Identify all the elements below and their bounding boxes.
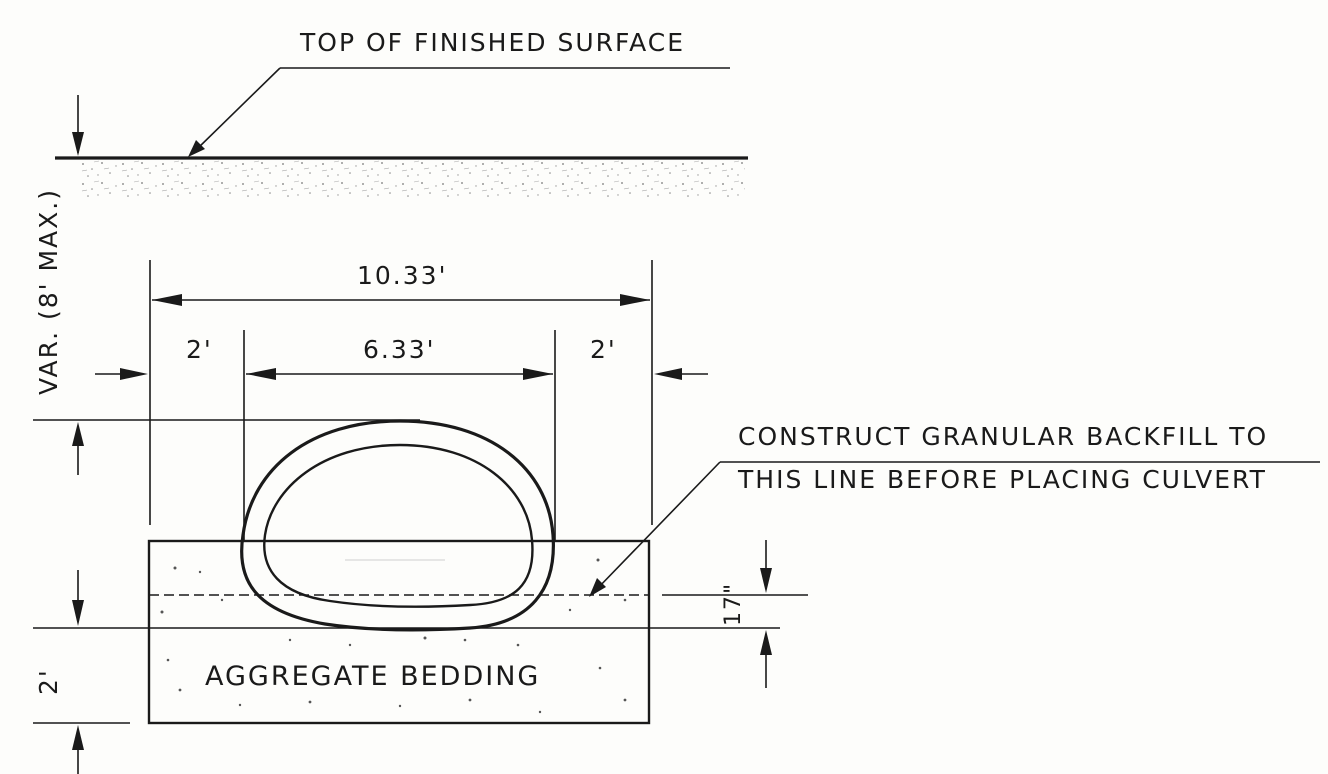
backfill-depth-top-arrow — [760, 568, 772, 593]
width-dimensions: 10.33' 6.33' 2' 2' — [95, 260, 708, 540]
pipe-arch-culvert — [240, 419, 555, 632]
backfill-note-line1: CONSTRUCT GRANULAR BACKFILL TO — [738, 422, 1268, 451]
culvert-span-left-arrow — [246, 368, 276, 380]
surface-leader-line — [195, 67, 281, 151]
cover-dim-bottom-arrow — [72, 422, 84, 446]
surface-hatch — [80, 160, 745, 200]
cover-depth-dimension: VAR. (8' MAX.) — [33, 95, 420, 475]
culvert-span-label: 6.33' — [363, 335, 436, 364]
backfill-leader-line — [595, 461, 721, 591]
finished-surface — [55, 156, 748, 200]
backfill-depth-bottom-arrow — [760, 630, 772, 655]
aggregate-specks — [160, 558, 627, 714]
backfill-leader-arrowhead — [589, 578, 606, 597]
cover-depth-label: VAR. (8' MAX.) — [34, 188, 63, 395]
left-clearance-label: 2' — [186, 335, 213, 364]
bedding-outline — [147, 539, 651, 725]
culvert-span-right-arrow — [523, 368, 553, 380]
bedding-label: AGGREGATE BEDDING — [205, 661, 540, 692]
surface-callout: TOP OF FINISHED SURFACE — [188, 28, 730, 157]
bedding-block: AGGREGATE BEDDING — [33, 539, 780, 725]
backfill-depth-label: 17" — [721, 582, 746, 626]
bedding-depth-top-arrow — [72, 600, 84, 626]
surface-label: TOP OF FINISHED SURFACE — [299, 28, 685, 57]
overall-width-left-arrow — [152, 294, 182, 306]
overall-width-label: 10.33' — [357, 261, 447, 290]
right-clearance-arrow — [654, 368, 682, 380]
backfill-depth-dimension: 17" — [662, 540, 808, 688]
bedding-depth-label: 2' — [34, 668, 63, 695]
culvert-outer-wall — [240, 419, 555, 632]
right-clearance-label: 2' — [590, 335, 617, 364]
backfill-callout: CONSTRUCT GRANULAR BACKFILL TO THIS LINE… — [589, 422, 1320, 597]
overall-width-right-arrow — [620, 294, 650, 306]
cover-dim-top-arrow — [72, 132, 84, 156]
bedding-depth-dimension: 2' — [33, 570, 130, 774]
bedding-depth-bottom-arrow — [72, 725, 84, 750]
backfill-note-line2: THIS LINE BEFORE PLACING CULVERT — [737, 465, 1267, 494]
left-clearance-arrow — [120, 368, 148, 380]
culvert-inner-wall — [263, 443, 534, 608]
surface-leader-arrowhead — [188, 140, 205, 157]
